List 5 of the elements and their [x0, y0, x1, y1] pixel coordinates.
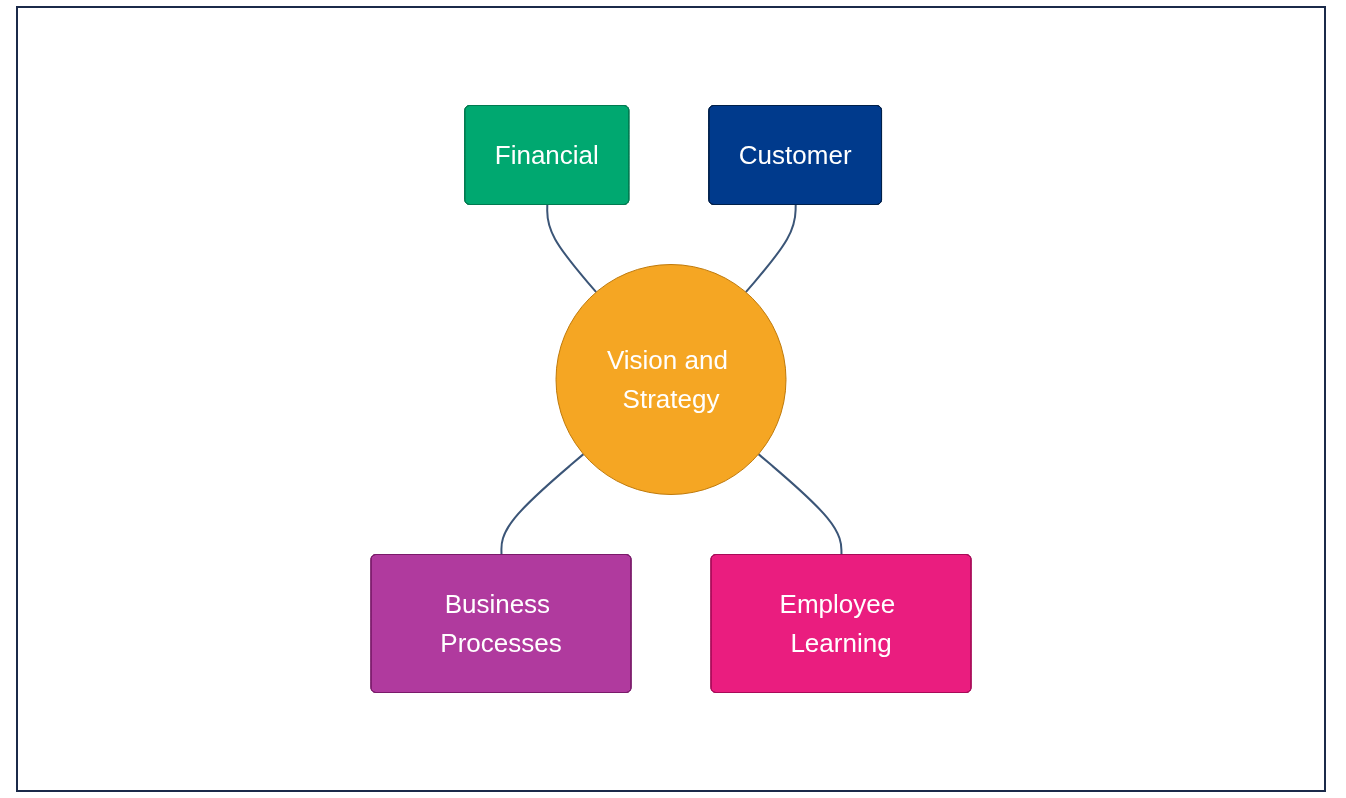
connector	[546, 204, 598, 294]
node-circle: Vision and Strategy	[555, 264, 787, 495]
connector	[744, 204, 797, 294]
connector	[757, 453, 843, 556]
connector	[500, 453, 585, 556]
